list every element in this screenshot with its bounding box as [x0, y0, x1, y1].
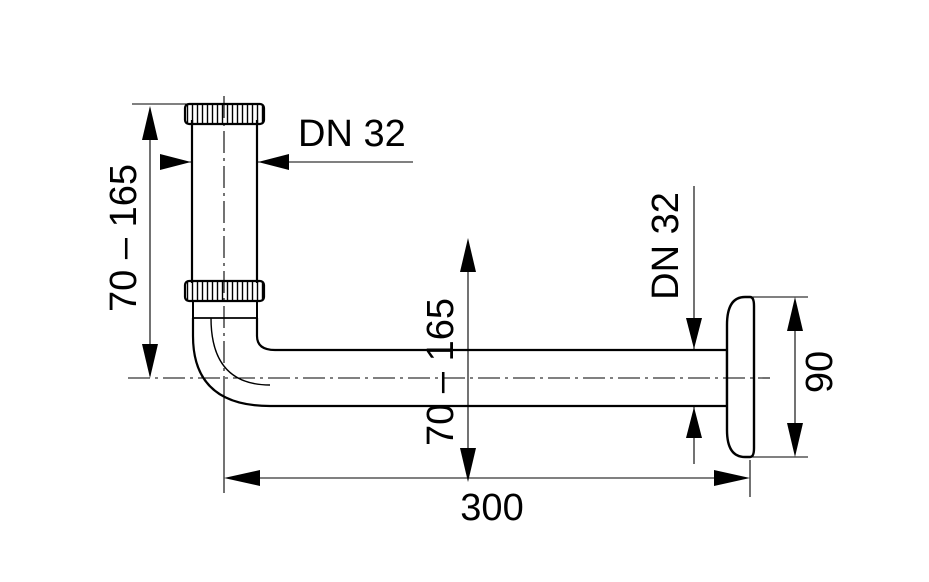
- dim-horizontal: [223, 382, 751, 497]
- arrow-flange-top: [787, 297, 803, 331]
- center-lines: [128, 96, 770, 382]
- label-flange-height: 90: [799, 351, 841, 393]
- label-horizontal-length: 300: [460, 487, 523, 529]
- arrow-dn-right-bottom: [686, 407, 702, 438]
- arrow-center-top: [460, 238, 476, 272]
- arrow-horizontal-right: [714, 470, 750, 486]
- label-dn-top: DN 32: [298, 113, 406, 155]
- arrow-flange-bottom: [787, 423, 803, 457]
- label-vertical-center: 70 – 165: [420, 298, 462, 446]
- label-vertical-left: 70 – 165: [103, 164, 145, 312]
- vertical-pipe: [190, 120, 259, 283]
- dim-left-vertical: [132, 103, 188, 376]
- arrow-left-top: [142, 106, 158, 140]
- arrow-center-bottom: [460, 448, 476, 482]
- label-dn-right: DN 32: [645, 192, 687, 300]
- arrow-dn-top-left: [160, 154, 191, 170]
- arrow-horizontal-left: [224, 470, 260, 486]
- wall-flange: [725, 295, 756, 459]
- pipe-socket: [192, 301, 258, 319]
- arrow-dn-right-top: [686, 318, 702, 349]
- dim-flange: [752, 296, 808, 458]
- arrow-dn-top-right: [258, 154, 289, 170]
- elbow-pipe: [191, 317, 727, 408]
- arrow-left-bottom: [142, 344, 158, 378]
